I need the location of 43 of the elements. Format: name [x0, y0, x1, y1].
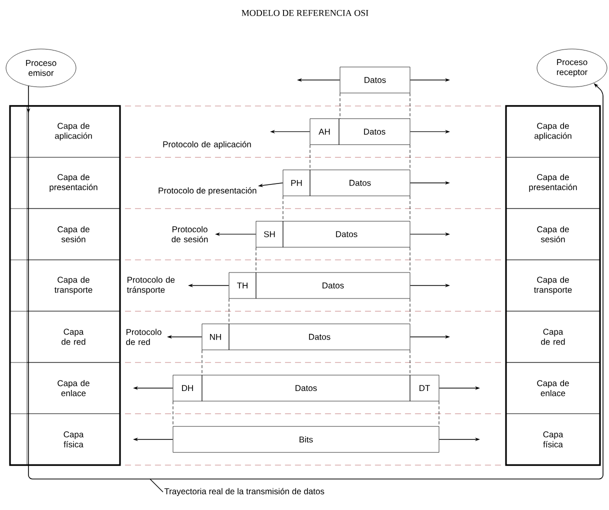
header-box: DH	[172, 374, 202, 402]
header-box: PH	[282, 170, 310, 196]
guide-line	[438, 401, 440, 426]
header-box: AH	[310, 118, 340, 145]
layer-stack	[505, 105, 601, 466]
guide-line	[228, 298, 230, 324]
layer-stack	[9, 105, 121, 466]
layer-box: Capa de red	[506, 310, 600, 363]
title: MODELO DE REFERENCIA OSI	[242, 10, 368, 16]
protocol-label: Protocolo de tránsporte	[126, 276, 175, 294]
layer-box: Capa física	[506, 414, 600, 466]
layer-box: Capa de presentación	[506, 157, 600, 209]
header-box: SH	[256, 221, 284, 248]
layer-box: Capa de aplicación	[506, 106, 600, 158]
data-box: Datos	[282, 221, 410, 248]
protocol-label: Protocolo de red	[126, 328, 162, 345]
layer-box: Capa de aplicación	[26, 106, 120, 158]
data-box: Datos	[310, 170, 410, 196]
trailer-box: DT	[410, 374, 440, 402]
leader-line	[150, 478, 164, 492]
layer-box: Capa de red	[26, 310, 120, 363]
guide-line	[172, 401, 174, 426]
header-box: NH	[202, 324, 230, 350]
layer-box: Capa de enlace	[26, 362, 120, 414]
guide-line	[282, 196, 284, 222]
bits-box: Bits	[172, 426, 440, 453]
data-box: Datos	[228, 324, 410, 350]
layer-box: Capa de transporte	[26, 260, 120, 312]
data-box: Datos	[202, 374, 410, 402]
protocol-label: Protocolo de presentación	[158, 187, 256, 196]
layer-box: Capa de transporte	[506, 260, 600, 312]
layer-box: Capa de sesión	[26, 208, 120, 260]
path-label: Trayectoria real de la transmisión de datos	[164, 488, 324, 496]
protocol-label: Protocolo de aplicación	[163, 140, 251, 149]
layer-box: Capa física	[26, 414, 120, 466]
data-box: Datos	[338, 118, 410, 145]
layer-box: Capa de enlace	[506, 362, 600, 414]
layer-box: Capa de presentación	[26, 157, 120, 209]
data-box: Datos	[256, 272, 410, 299]
protocol-label: Protocolo de sesión	[172, 226, 208, 242]
data-box: Datos	[340, 66, 410, 94]
layer-box: Capa de sesión	[506, 208, 600, 260]
header-box: TH	[228, 272, 256, 299]
